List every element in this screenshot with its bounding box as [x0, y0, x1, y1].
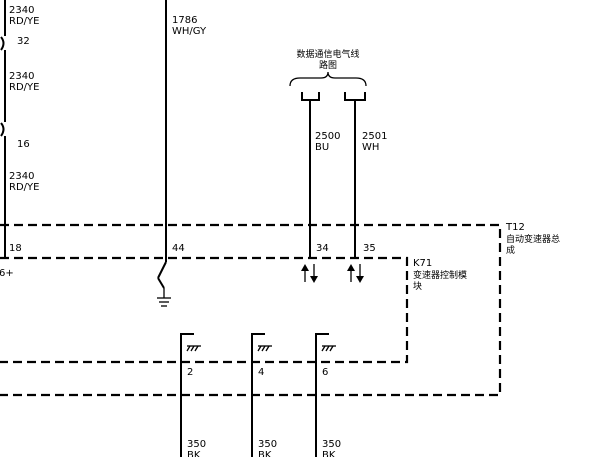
- module-k71-desc-line2: 块: [413, 280, 422, 292]
- pin-number: 34: [316, 243, 329, 254]
- data-bus-title-line2: 路图: [319, 59, 337, 71]
- wire-label-code: 350: [322, 439, 341, 450]
- wire-label-color: BK: [258, 450, 272, 457]
- ground-pin-4: 4 350 BK: [251, 333, 277, 457]
- data-bus-reference: 数据通信电气线 路图 2500 BU 2501 WH: [289, 48, 387, 258]
- wire-label-color: BU: [315, 142, 329, 153]
- partial-pin-label: 6+: [0, 268, 14, 279]
- wire-label-code: 2340: [9, 171, 34, 182]
- pin-number: 44: [172, 243, 185, 254]
- pin-number: 2: [187, 367, 193, 378]
- wire-label-code: 2340: [9, 5, 34, 16]
- module-k71-outline: K71 变速器控制模 块: [0, 256, 467, 364]
- wire-1786: 1786 WH/GY: [157, 0, 207, 289]
- wire-label-color: BK: [322, 450, 336, 457]
- wire-label-code: 350: [258, 439, 277, 450]
- connector-t12-id: T12: [505, 222, 525, 233]
- bidirectional-arrow-icon: [347, 264, 364, 283]
- wire-label-code: 350: [187, 439, 206, 450]
- bus-terminal-a: [301, 92, 320, 101]
- chassis-ground-icon: [321, 345, 336, 352]
- connector-t12-outline: T12 自动变速器总 成: [0, 222, 560, 397]
- data-bus-brace: [289, 71, 367, 87]
- chassis-ground-icon: [257, 345, 272, 352]
- pin-number: 35: [363, 243, 376, 254]
- wire-label-code: 2501: [362, 131, 387, 142]
- module-k71-desc-line1: 变速器控制模: [413, 269, 467, 281]
- bidirectional-arrow-icon: [301, 264, 318, 283]
- pin-number: 18: [9, 243, 22, 254]
- ground-icon: [157, 288, 171, 307]
- pin-number: 6: [322, 367, 328, 378]
- chassis-ground-icon: [186, 345, 201, 352]
- wire-label-color: BK: [187, 450, 201, 457]
- bus-terminal-b: [344, 92, 366, 101]
- pin-number: 4: [258, 367, 264, 378]
- connector-16-symbol: [0, 122, 5, 137]
- connector-32-symbol: [0, 36, 5, 51]
- wire-label-color: RD/YE: [9, 182, 39, 193]
- left-wire: 2340 RD/YE 32 2340 RD/YE 16 2340 RD/YE: [0, 0, 39, 258]
- connector-pin-label: 16: [17, 139, 30, 150]
- ground-pin-6: 6 350 BK: [315, 333, 341, 457]
- connector-t12-desc-line1: 自动变速器总: [506, 233, 560, 245]
- wire-label-color: RD/YE: [9, 82, 39, 93]
- wire-label-code: 1786: [172, 15, 197, 26]
- wire-label-code: 2340: [9, 71, 34, 82]
- wire-label-color: WH: [362, 142, 379, 153]
- connector-pin-label: 32: [17, 36, 30, 47]
- wire-label-color: RD/YE: [9, 16, 39, 27]
- module-k71-id: K71: [413, 258, 432, 269]
- data-bus-title-line1: 数据通信电气线: [296, 48, 359, 60]
- wire-label-code: 2500: [315, 131, 340, 142]
- wire-label-color: WH/GY: [172, 26, 207, 37]
- connector-t12-desc-line2: 成: [506, 244, 515, 256]
- ground-pin-2: 2 350 BK: [180, 333, 206, 457]
